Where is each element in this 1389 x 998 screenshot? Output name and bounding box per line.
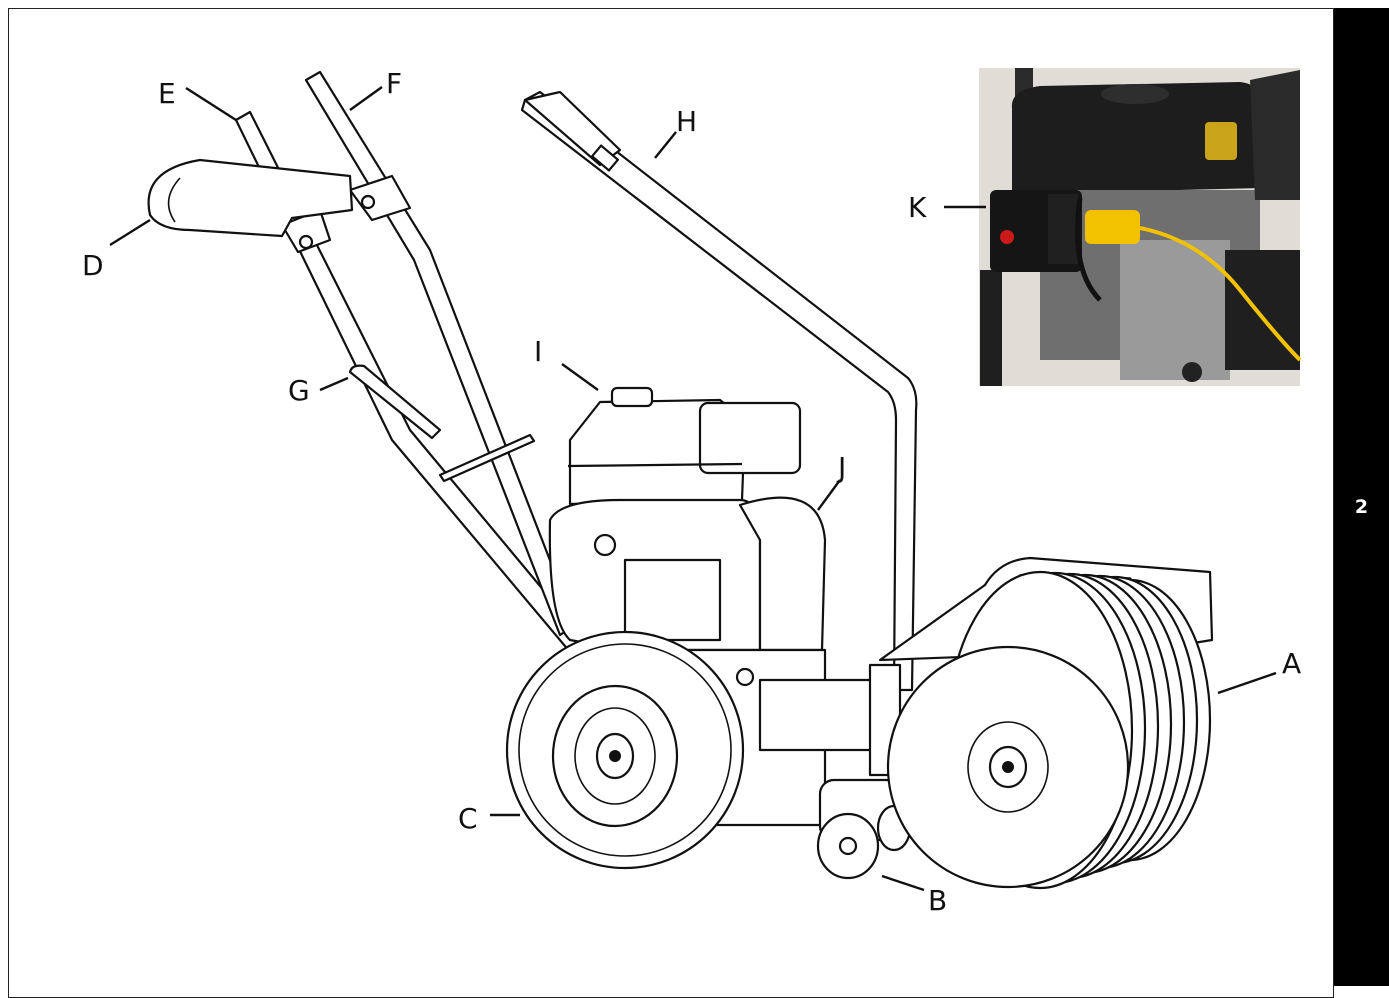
label-K: K — [908, 191, 927, 224]
label-C: C — [458, 802, 478, 835]
stop-button-icon — [1000, 230, 1014, 244]
label-D: D — [82, 249, 104, 282]
label-A: A — [1282, 647, 1301, 680]
label-B: B — [928, 884, 947, 917]
electric-start-inset-photo — [979, 68, 1302, 386]
callout-leaders — [109, 86, 1277, 892]
page-number: 2 — [1354, 496, 1369, 518]
brush-disks — [886, 570, 1212, 890]
label-H: H — [676, 105, 697, 138]
power-broom-drawing — [147, 70, 1214, 890]
chapter-tab: 2 — [1334, 8, 1389, 986]
label-F: F — [386, 67, 402, 100]
label-E: E — [158, 77, 176, 110]
power-broom-diagram: A B C D E F G H I J K — [82, 67, 1302, 917]
label-J: J — [836, 451, 846, 484]
label-I: I — [534, 335, 542, 368]
label-G: G — [288, 374, 310, 407]
